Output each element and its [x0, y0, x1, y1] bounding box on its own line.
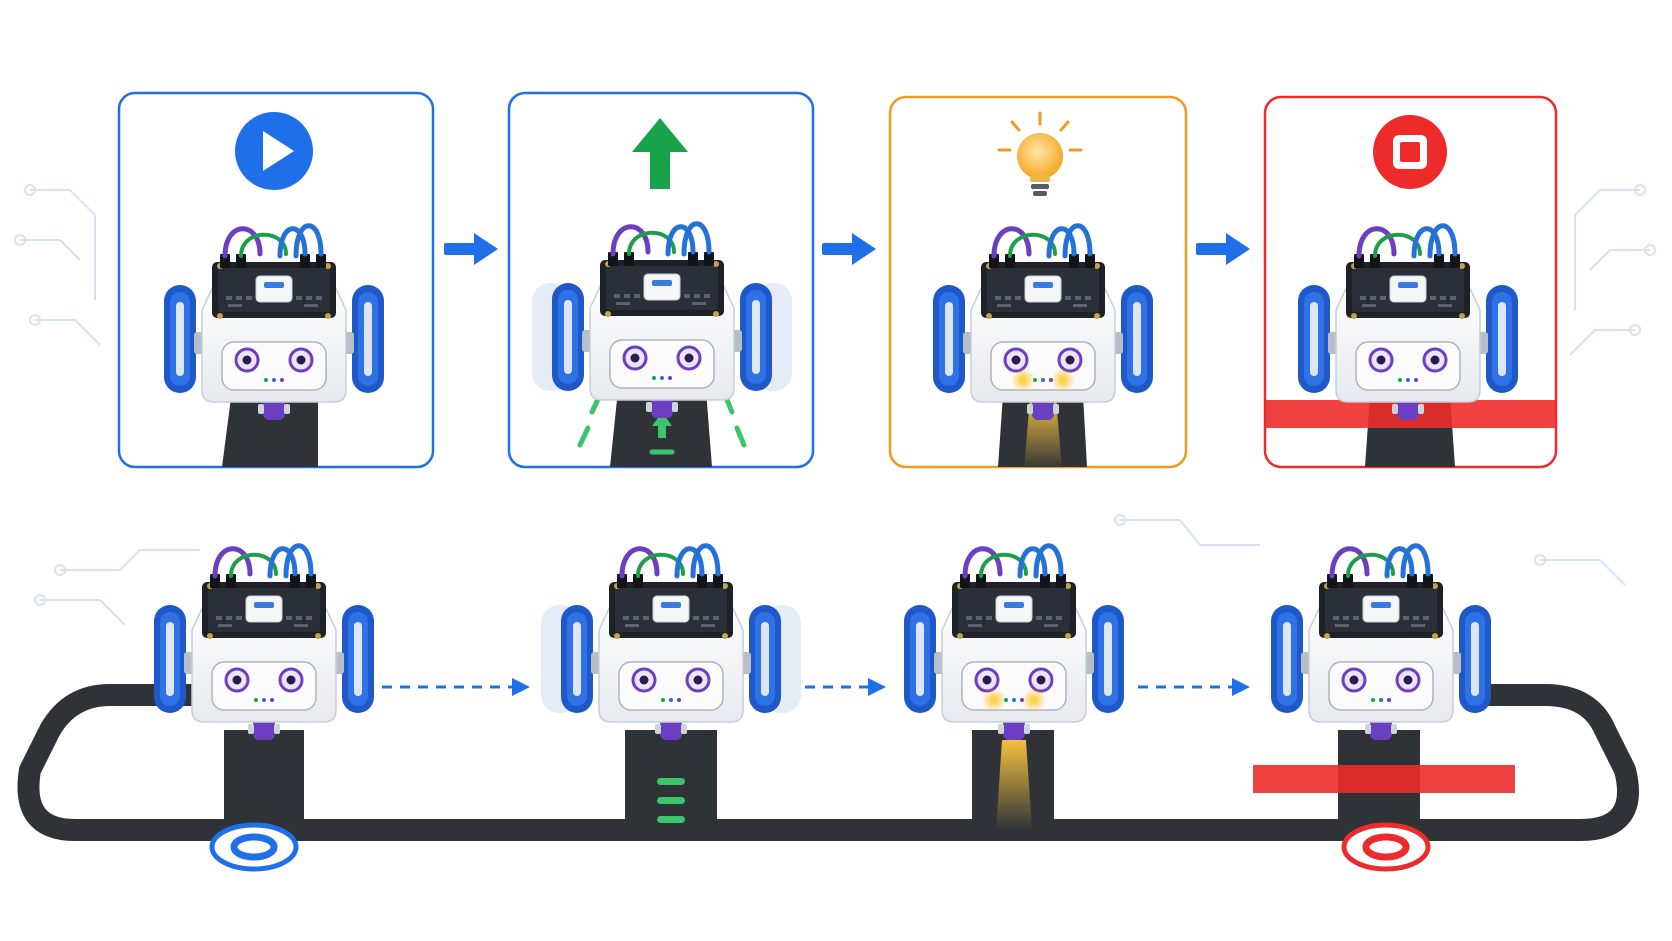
forward-motion-marks — [657, 778, 685, 823]
dashed-arrow — [1138, 678, 1250, 696]
step-arrow — [444, 233, 498, 265]
robot — [561, 546, 781, 740]
dashed-arrow — [805, 678, 886, 696]
step-card-forward — [507, 91, 815, 469]
track-segment — [224, 730, 304, 830]
stop-target-icon — [1341, 822, 1431, 872]
arrow-up-icon — [652, 412, 672, 438]
start-target-icon — [209, 822, 299, 872]
lightbulb-icon — [997, 111, 1083, 196]
step-card-start — [117, 91, 435, 469]
robot — [154, 546, 374, 740]
robot — [904, 546, 1124, 740]
robot — [1271, 546, 1491, 740]
stop-icon — [1373, 115, 1447, 189]
circuit-decoration — [14, 184, 1656, 626]
stop-line — [1253, 765, 1515, 793]
step-arrow — [822, 233, 876, 265]
arrow-up-icon — [632, 118, 688, 189]
dashed-arrow — [382, 678, 530, 696]
timeline — [17, 546, 1639, 872]
step-card-stop — [1263, 95, 1558, 469]
step-card-light — [888, 95, 1188, 469]
play-icon — [235, 112, 313, 190]
light-beam — [996, 740, 1032, 830]
step-arrow — [1196, 233, 1250, 265]
track-loop — [17, 684, 1639, 841]
track-segment — [222, 390, 318, 467]
